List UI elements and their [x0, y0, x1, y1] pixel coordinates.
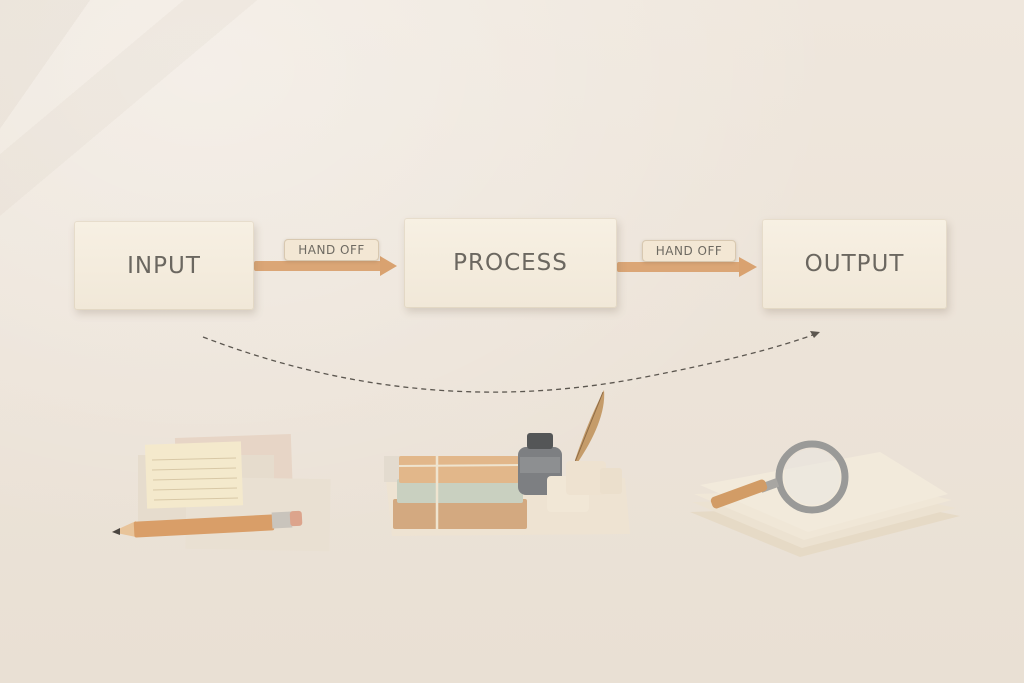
dashed-arc [202, 332, 819, 393]
papers-and-magnifier-icon [690, 440, 960, 557]
stage-card-input: INPUT [74, 221, 254, 310]
stage-label-process: PROCESS [453, 250, 568, 276]
dashed-arc-arrowhead [810, 331, 820, 338]
stage-card-output: OUTPUT [762, 219, 947, 309]
books-ink-quill-icon [384, 390, 630, 536]
stage-card-process: PROCESS [404, 218, 617, 308]
handoff-tag-1: HAND OFF [284, 239, 379, 261]
handoff-arrow-2 [617, 257, 757, 277]
notecards-and-pencil-icon [112, 433, 331, 552]
handoff-tag-2: HAND OFF [642, 240, 736, 262]
stage-label-input: INPUT [127, 252, 201, 279]
handoff-arrow-1 [254, 256, 397, 276]
stage-label-output: OUTPUT [804, 251, 905, 277]
